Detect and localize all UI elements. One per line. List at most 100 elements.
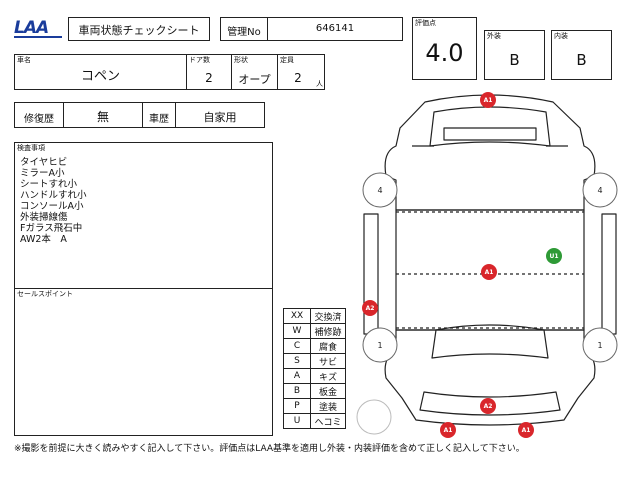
front-grille <box>443 127 537 141</box>
tires <box>362 172 618 363</box>
rear-bumper <box>419 391 561 416</box>
mark-circle <box>480 398 496 414</box>
doors-value: 2 <box>205 71 213 85</box>
mgmt-label-box: 管理No <box>220 17 268 41</box>
legend-desc: 板金 <box>310 383 346 399</box>
legend-code: B <box>283 383 311 399</box>
mark-label: A1 <box>444 427 453 434</box>
exterior-label: 外装 <box>487 32 501 40</box>
legend-code: C <box>283 338 311 354</box>
logo: LAA <box>14 18 49 38</box>
mgmt-value: 646141 <box>315 23 355 34</box>
sales-points-label: セールスポイント <box>17 290 73 298</box>
score-value: 4.0 <box>425 39 464 67</box>
mark-label: U1 <box>549 253 558 260</box>
legend-code: A <box>283 368 311 384</box>
mark-label: A1 <box>485 269 494 276</box>
mark-circle <box>481 264 497 280</box>
legend-code: W <box>283 323 311 339</box>
score-label: 評価点 <box>415 19 436 27</box>
legend-desc: 塗装 <box>310 398 346 414</box>
damage-marks: A1 A1 A2 U1 A2 A1 A1 <box>362 92 562 438</box>
interior-value: B <box>576 51 587 69</box>
tire-fl-value: 4 <box>377 186 382 195</box>
mgmt-label: 管理No <box>227 27 261 38</box>
inspection-item: AW2本 A <box>20 234 67 245</box>
mark-circle <box>362 300 378 316</box>
usage-label-box: 車歴 <box>142 102 176 128</box>
usage-value-box: 自家用 <box>175 102 265 128</box>
right-side-panel <box>601 213 617 335</box>
capacity-label: 定員 <box>280 56 294 64</box>
legend-desc: サビ <box>310 353 346 369</box>
inspection-item: シートすれ小 <box>20 179 78 190</box>
repair-value-box: 無 <box>63 102 143 128</box>
legend-code: S <box>283 353 311 369</box>
score-box: 評価点 4.0 <box>412 17 477 80</box>
inspection-item: タイヤヒビ <box>20 157 68 168</box>
mark-label: A1 <box>522 427 531 434</box>
inspection-item: Fガラス飛石中 <box>20 223 83 234</box>
mark-circle <box>546 248 562 264</box>
car-diagram: 4 4 1 1 A1 A1 A2 U1 A2 A1 A1 <box>362 92 618 438</box>
inspection-item: ハンドルすれ小 <box>20 190 87 201</box>
interior-box: 内装 B <box>551 30 612 80</box>
logo-underline <box>14 36 62 38</box>
repair-value: 無 <box>96 110 109 124</box>
car-front-body <box>384 94 596 211</box>
doors-label: ドア数 <box>189 56 210 64</box>
mark-circle <box>518 422 534 438</box>
legend-code: P <box>283 398 311 414</box>
capacity-unit: 人 <box>316 80 323 88</box>
car-name-label: 車名 <box>17 56 31 64</box>
legend-desc: 補修跡 <box>310 323 346 339</box>
legend-desc: 腐食 <box>310 338 346 354</box>
legend-desc: ヘコミ <box>310 413 346 429</box>
inspection-item: コンソールA小 <box>20 201 84 212</box>
interior-label: 内装 <box>554 32 568 40</box>
left-side-panel <box>363 213 379 335</box>
exterior-box: 外装 B <box>484 30 545 80</box>
repair-label-box: 修復歴 <box>14 102 64 128</box>
sales-points-box: セールスポイント <box>14 288 273 436</box>
mark-label: A1 <box>484 97 493 104</box>
mark-circle <box>440 422 456 438</box>
footer-note: ※撮影を前提に大きく読みやすく記入して下さい。評価点はLAA基準を適用し外装・内… <box>14 444 525 454</box>
usage-value: 自家用 <box>203 111 237 124</box>
car-name-value: コペン <box>80 69 120 84</box>
mark-label: A2 <box>366 305 375 312</box>
doors-box: ドア数 2 <box>186 54 232 90</box>
title-box: 車両状態チェックシート <box>68 17 210 41</box>
legend-desc: キズ <box>310 368 346 384</box>
usage-label: 車歴 <box>149 114 169 125</box>
repair-label: 修復歴 <box>24 114 54 125</box>
sheet-title: 車両状態チェックシート <box>78 24 200 37</box>
capacity-box: 定員 2 人 <box>277 54 325 90</box>
body-type-box: 形状 オープ <box>231 54 278 90</box>
stamp-circle <box>356 399 392 435</box>
inspection-item: 外装掃線傷 <box>20 212 68 223</box>
car-name-box: 車名 コペン <box>14 54 187 90</box>
body-type-value: オープ <box>238 73 271 86</box>
legend-desc: 交換済 <box>310 308 346 324</box>
legend-code: U <box>283 413 311 429</box>
legend-code: XX <box>283 308 311 324</box>
inspection-label: 検査事項 <box>17 144 45 152</box>
mark-label: A2 <box>484 403 493 410</box>
tire-rl-value: 1 <box>377 341 382 350</box>
capacity-value: 2 <box>294 71 302 85</box>
exterior-value: B <box>509 51 520 69</box>
inspection-list: タイヤヒビ ミラーA小 シートすれ小 ハンドルすれ小 コンソールA小 外装掃線傷… <box>20 157 87 245</box>
mark-circle <box>480 92 496 108</box>
tire-rr-value: 1 <box>597 341 602 350</box>
inspection-box: 検査事項 タイヤヒビ ミラーA小 シートすれ小 ハンドルすれ小 コンソールA小 … <box>14 142 273 289</box>
